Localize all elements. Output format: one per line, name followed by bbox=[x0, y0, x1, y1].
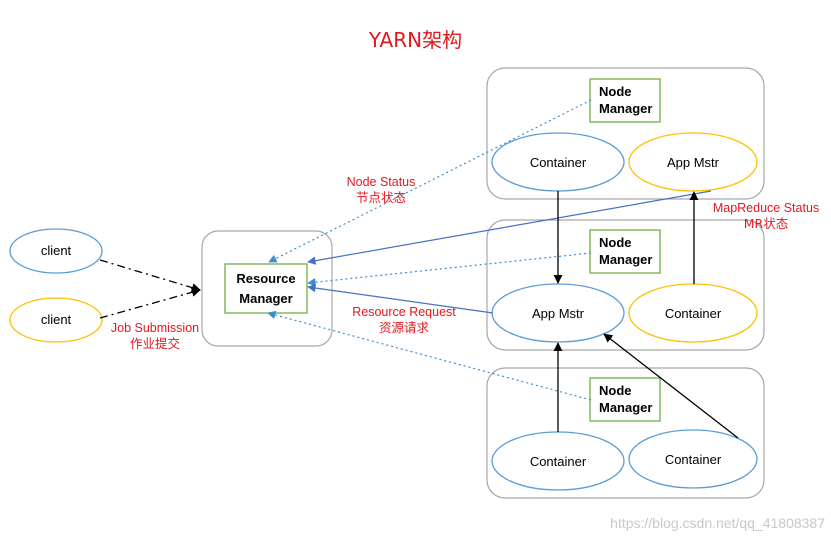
mapreduce-status-arrow bbox=[307, 190, 712, 265]
watermark: https://blog.csdn.net/qq_41808387 bbox=[610, 515, 825, 531]
node-manager-1-label-2: Manager bbox=[599, 101, 652, 116]
resource-request-annotation-cn: 资源请求 bbox=[379, 320, 430, 335]
client-1-submit-arrow bbox=[99, 259, 201, 293]
node-3-container-right-to-app-master-arrow bbox=[603, 333, 739, 439]
node-1-app-master-label: App Mstr bbox=[667, 155, 720, 170]
client-2-label: client bbox=[41, 312, 72, 327]
mapreduce-status-annotation-cn: MR状态 bbox=[744, 216, 788, 231]
node-3-container-right-label: Container bbox=[665, 452, 722, 467]
node-manager-2-label-2: Manager bbox=[599, 252, 652, 267]
job-submission-annotation-en: Job Submission bbox=[111, 321, 199, 335]
node-status-annotation-cn: 节点状态 bbox=[356, 190, 406, 205]
client-1-label: client bbox=[41, 243, 72, 258]
node-status-arrow-3 bbox=[267, 310, 592, 401]
node-manager-2-label-1: Node bbox=[599, 235, 632, 250]
node-1-container-label: Container bbox=[530, 155, 587, 170]
node-manager-1 bbox=[589, 78, 661, 123]
node-manager-1-label-1: Node bbox=[599, 84, 632, 99]
mapreduce-status-annotation-en: MapReduce Status bbox=[713, 201, 819, 215]
node-manager-3 bbox=[589, 377, 661, 422]
resource-request-annotation-en: Resource Request bbox=[352, 305, 456, 319]
node-1-app-master bbox=[628, 132, 758, 192]
node-2-container bbox=[628, 283, 758, 343]
job-submission-annotation-cn: 作业提交 bbox=[130, 336, 180, 351]
node-3-container-left-label: Container bbox=[530, 454, 587, 469]
node-status-annotation-en: Node Status bbox=[347, 175, 416, 189]
client-1 bbox=[9, 228, 103, 274]
node-manager-3-label-2: Manager bbox=[599, 400, 652, 415]
node-manager-2 bbox=[589, 229, 661, 274]
node-manager-3-label-1: Node bbox=[599, 383, 632, 398]
node-2-app-master-label: App Mstr bbox=[532, 306, 585, 321]
resource-request-arrow bbox=[307, 283, 494, 314]
resource-manager-label-2: Manager bbox=[239, 291, 292, 306]
diagram-title: YARN架构 bbox=[368, 28, 463, 52]
client-2-submit-arrow bbox=[99, 287, 201, 319]
node-2-container-label: Container bbox=[665, 306, 722, 321]
resource-manager-box bbox=[224, 263, 308, 314]
node-3-container-right bbox=[628, 429, 758, 489]
client-2 bbox=[9, 297, 103, 343]
node-status-arrow-1 bbox=[268, 99, 592, 263]
resource-manager-label-1: Resource bbox=[236, 271, 295, 286]
